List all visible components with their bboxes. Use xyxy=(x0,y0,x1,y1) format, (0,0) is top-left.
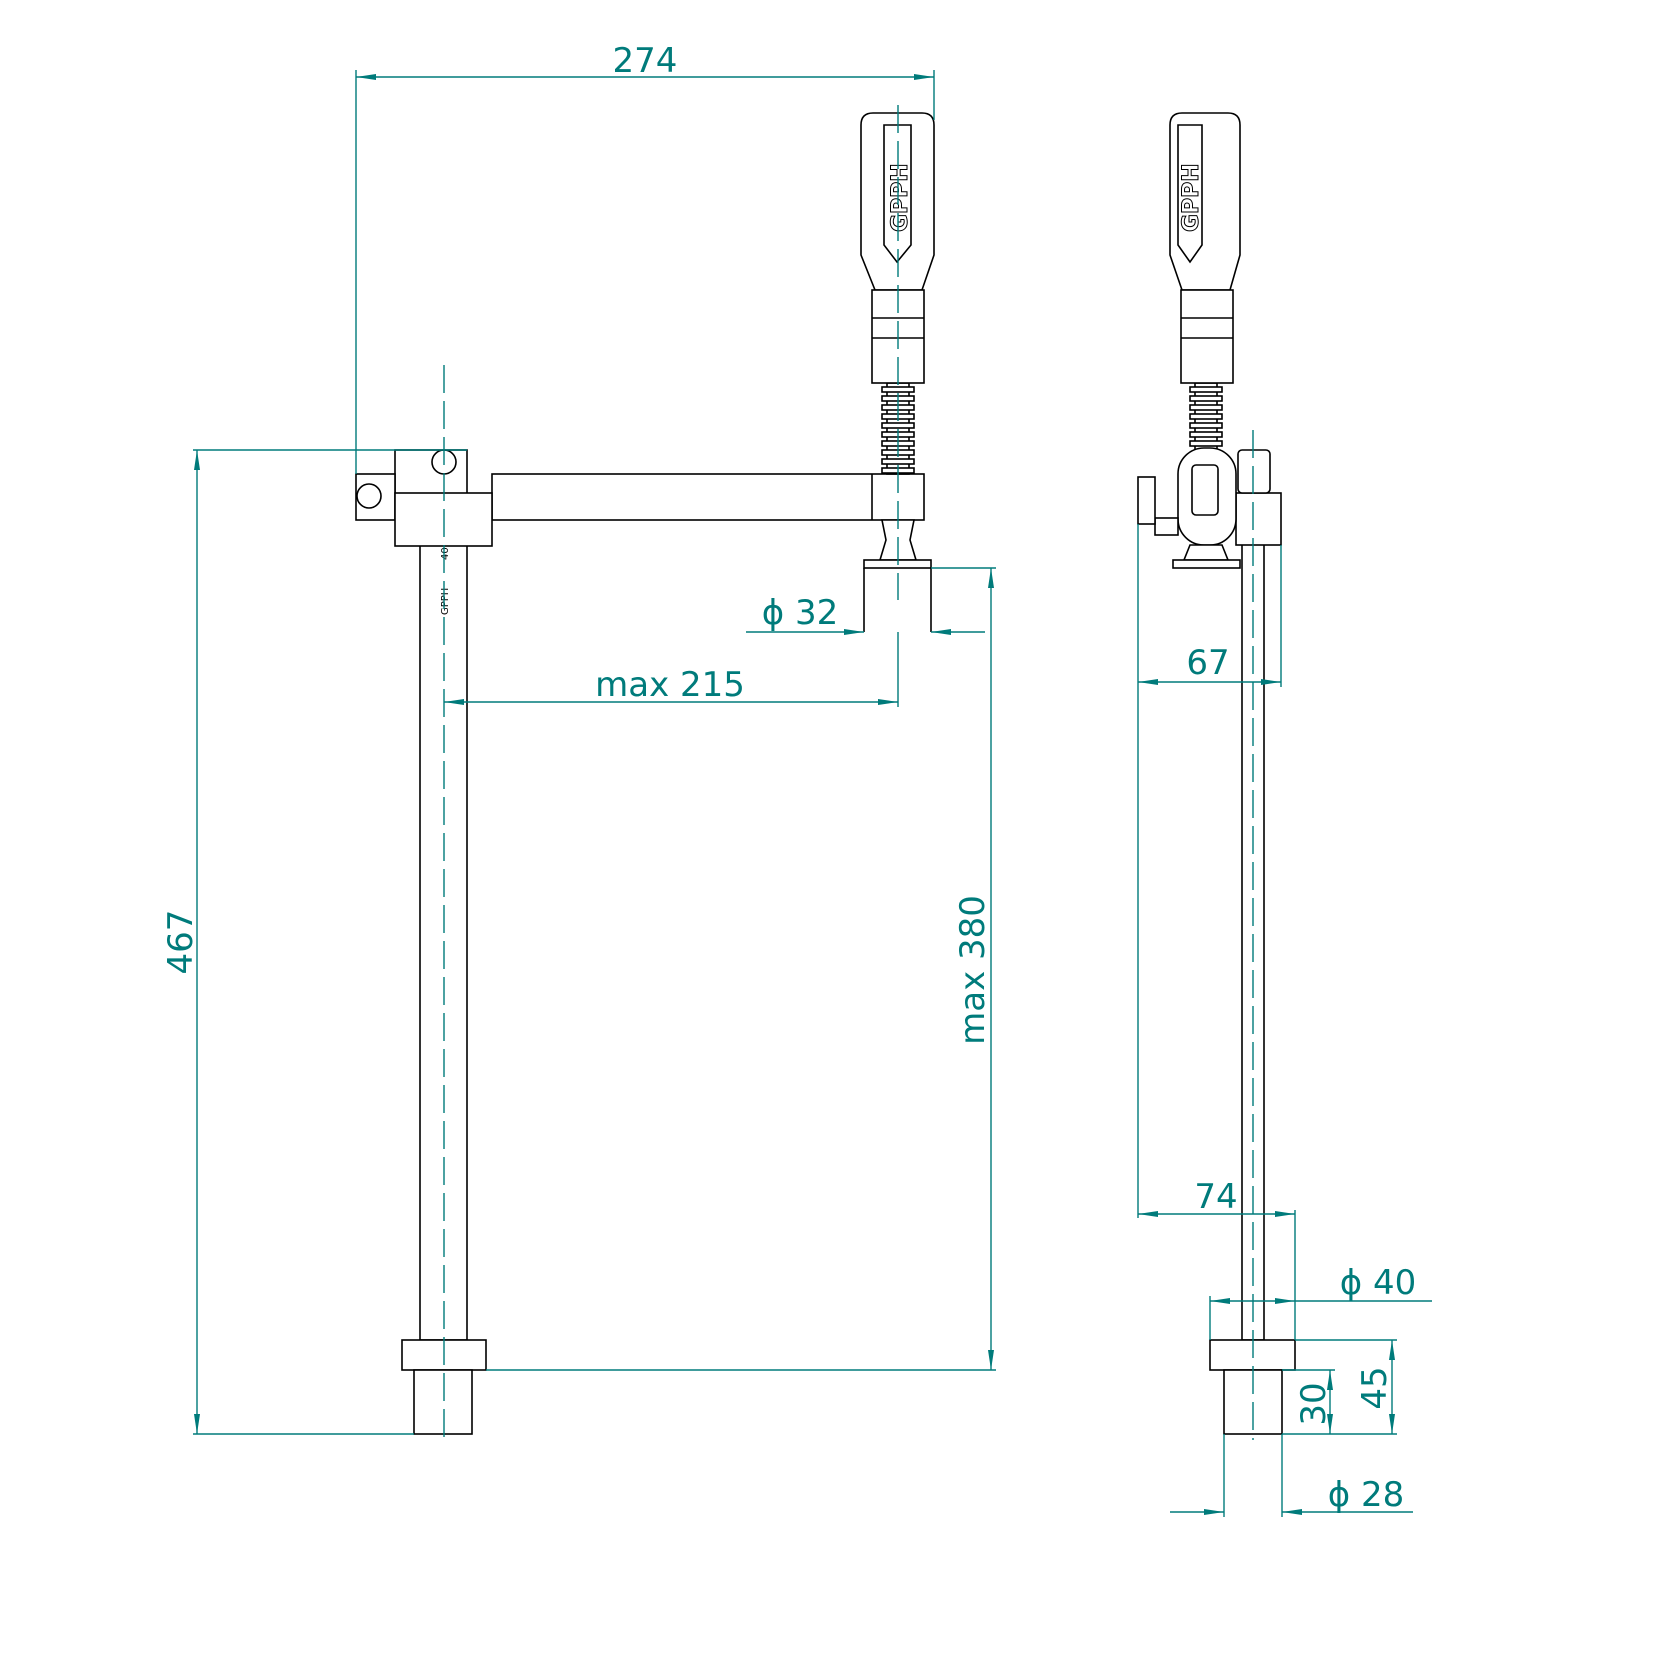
dim-74: 74 xyxy=(1194,1177,1237,1217)
thread-ridge xyxy=(1189,386,1223,393)
dim-67: 67 xyxy=(1186,643,1229,683)
handle-logo: GPPH xyxy=(1179,163,1204,232)
dim-max-380: max 380 xyxy=(953,895,993,1045)
dim-467: 467 xyxy=(161,910,201,975)
thread-ridge xyxy=(1189,431,1223,438)
dim-dia-40: ϕ 40 xyxy=(1340,1263,1417,1303)
handle-collar xyxy=(1180,289,1234,384)
dim-274: 274 xyxy=(613,41,678,81)
knob-shaft xyxy=(1154,517,1179,536)
swivel-block xyxy=(394,449,468,496)
front-view: 40 GPPH GPPH xyxy=(355,105,935,1440)
dim-dia-28: ϕ 28 xyxy=(1328,1475,1405,1515)
knob xyxy=(1137,476,1156,525)
spindle-thread xyxy=(1189,382,1223,451)
dim-30: 30 xyxy=(1294,1382,1334,1425)
clamp-block xyxy=(1235,492,1282,546)
thread-ridge xyxy=(881,458,915,465)
post-cap xyxy=(1237,449,1271,494)
handle-logo: GPPH xyxy=(888,163,913,232)
thread-ridge xyxy=(1189,440,1223,447)
side-view-dimensions: 67 74 ϕ 40 45 30 ϕ 28 xyxy=(1137,524,1432,1517)
thread-ridge xyxy=(1189,395,1223,402)
side-view: GPPH xyxy=(1137,112,1296,1440)
dim-max-215: max 215 xyxy=(595,665,745,705)
dim-45: 45 xyxy=(1355,1366,1395,1409)
thread-ridge xyxy=(1189,413,1223,420)
post-logo: GPPH xyxy=(440,588,451,615)
bolt-hole xyxy=(356,483,382,509)
pressure-pad xyxy=(1172,559,1241,569)
post-stub xyxy=(413,1369,473,1435)
front-view-dimensions: 274 467 max 380 max 215 ϕ 32 xyxy=(161,41,996,1435)
thread-ridge xyxy=(881,422,915,429)
thread-ridge xyxy=(881,386,915,393)
handle xyxy=(1169,112,1241,291)
dim-dia-32: ϕ 32 xyxy=(762,593,839,633)
side-block xyxy=(355,473,396,521)
thread-ridge xyxy=(1189,404,1223,411)
thread-ridge xyxy=(1189,422,1223,429)
arm xyxy=(491,473,925,521)
swivel-head xyxy=(1177,447,1237,546)
post-marking: 40 xyxy=(440,547,451,560)
